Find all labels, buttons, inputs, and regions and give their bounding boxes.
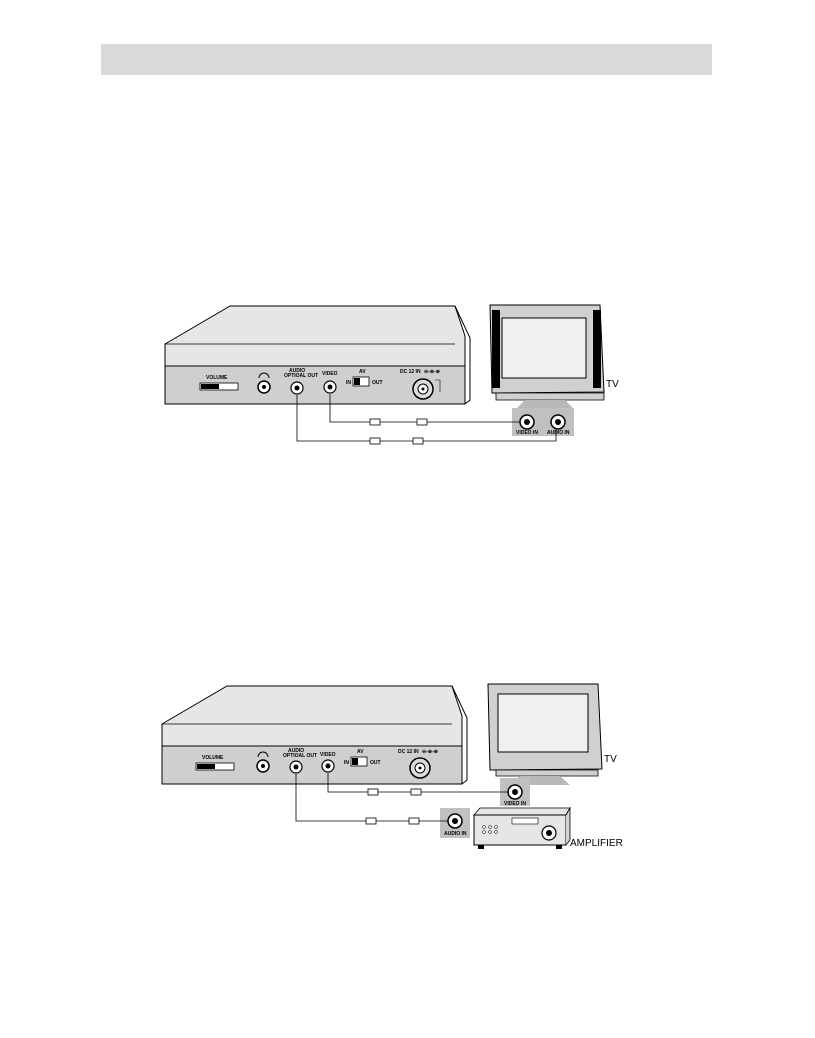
tv-label: TV: [606, 379, 619, 390]
diagram-tv-connection: VOLUME AUDIO OPTIOAL OUT VIDEO AV IN OUT…: [165, 305, 619, 444]
av-label: AV: [359, 369, 366, 375]
tv-label: TV: [604, 754, 617, 765]
svg-text:⊖-⊕-⊕: ⊖-⊕-⊕: [424, 369, 440, 375]
tv-set: TV VIDEO IN AUDIO IN: [490, 305, 619, 436]
video-label: VIDEO: [320, 752, 336, 758]
audio-sub-label: OPTIOAL OUT: [284, 373, 318, 379]
dc-label: DC 12 IN: [400, 369, 421, 375]
volume-label: VOLUME: [202, 755, 224, 761]
volume-label: VOLUME: [206, 375, 228, 381]
tv-screen: [498, 694, 588, 752]
amplifier: AUDIO IN AMPLIFIER: [440, 808, 623, 849]
in-label: IN: [346, 380, 351, 386]
audio-in-label: AUDIO IN: [444, 831, 467, 837]
audio-in-label: AUDIO IN: [547, 430, 570, 436]
tv-set: TV VIDEO IN: [488, 684, 617, 807]
svg-text:⊖-⊕-⊕: ⊖-⊕-⊕: [422, 749, 438, 755]
in-label: IN: [344, 760, 349, 766]
out-label: OUT: [370, 760, 381, 766]
video-label: VIDEO: [322, 371, 338, 377]
video-in-label: VIDEO IN: [516, 430, 538, 436]
amplifier-label: AMPLIFIER: [570, 838, 623, 849]
dvd-player: VOLUME AUDIO OPTIOAL OUT VIDEO AV IN OUT…: [162, 686, 467, 784]
out-label: OUT: [372, 380, 383, 386]
video-in-label: VIDEO IN: [504, 801, 526, 807]
tv-screen: [502, 318, 586, 378]
diagram-amplifier-connection: VOLUME AUDIO OPTIOAL OUT VIDEO AV IN OUT…: [162, 684, 623, 849]
dc-label: DC 12 IN: [398, 749, 419, 755]
av-label: AV: [357, 749, 364, 755]
audio-sub-label: OPTIOAL OUT: [283, 753, 317, 759]
dvd-player: VOLUME AUDIO OPTIOAL OUT VIDEO AV IN OUT…: [165, 306, 470, 404]
